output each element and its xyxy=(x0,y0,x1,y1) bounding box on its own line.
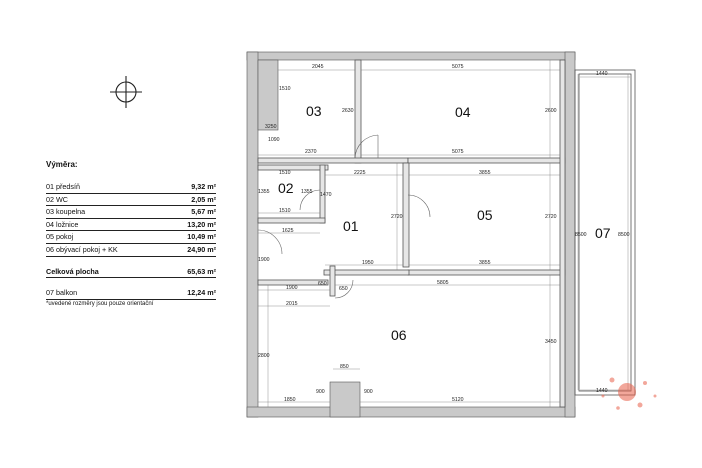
legend-row: 01 předsíň 9,32 m² xyxy=(46,181,216,194)
dim-label: 1470 xyxy=(320,192,332,198)
dim-label: 1850 xyxy=(284,397,296,403)
watermark-splash xyxy=(601,377,657,410)
room-area: 5,67 m² xyxy=(191,207,216,217)
dim-label: 850 xyxy=(340,364,349,370)
dim-label: 2630 xyxy=(342,108,354,114)
room-label-06: 06 xyxy=(391,327,407,343)
dim-label: 2015 xyxy=(286,301,298,307)
dim-label: 1510 xyxy=(279,170,291,176)
dim-label: 3855 xyxy=(479,170,491,176)
room-name: 04 ložnice xyxy=(46,219,79,229)
dim-label: 2225 xyxy=(354,170,366,176)
dim-label: 650 xyxy=(318,281,327,287)
dim-label: 8500 xyxy=(618,232,630,238)
dim-label: 1440 xyxy=(596,388,608,394)
dim-label: 2720 xyxy=(545,214,557,220)
balcony-name: 07 balkon xyxy=(46,288,78,298)
room-area: 2,05 m² xyxy=(191,194,216,204)
room-name: 02 WC xyxy=(46,194,68,204)
room-name: 03 koupelna xyxy=(46,207,86,217)
dim-label: 2600 xyxy=(545,108,557,114)
room-label-02: 02 xyxy=(278,180,294,196)
dim-label: 5120 xyxy=(452,397,464,403)
interior-walls xyxy=(257,59,566,408)
legend-row: 03 koupelna 5,67 m² xyxy=(46,206,216,219)
legend-title: Výměra: xyxy=(46,160,78,169)
dim-label: 1900 xyxy=(286,285,298,291)
legend-note: *uvedené rozměry jsou pouze orientační xyxy=(46,300,154,307)
room-name: 01 předsíň xyxy=(46,182,80,191)
room-name: 05 pokoj xyxy=(46,232,74,242)
legend-row: 04 ložnice 13,20 m² xyxy=(46,219,216,232)
legend-row: 02 WC 2,05 m² xyxy=(46,194,216,207)
dim-label: 1355 xyxy=(301,189,313,195)
dim-label: 1440 xyxy=(596,71,608,77)
total-name: Celková plocha xyxy=(46,266,99,276)
dim-label: 5805 xyxy=(437,280,449,286)
dim-label: 3450 xyxy=(545,339,557,345)
dim-label: 2370 xyxy=(305,149,317,155)
dim-label: 5075 xyxy=(452,149,464,155)
room-area: 24,90 m² xyxy=(187,244,216,254)
dim-label: 1510 xyxy=(279,208,291,214)
dim-label: 1950 xyxy=(362,260,374,266)
room-label-05: 05 xyxy=(477,207,493,223)
dim-label: 5075 xyxy=(452,64,464,70)
room-label-07: 07 xyxy=(595,225,611,241)
dim-label: 900 xyxy=(316,389,325,395)
dim-label: 1900 xyxy=(258,257,270,263)
room-label-01: 01 xyxy=(343,218,359,234)
room-area: 10,49 m² xyxy=(187,232,216,242)
dim-label: 2800 xyxy=(258,353,270,359)
area-legend: Výměra: 01 předsíň 9,32 m² 02 WC 2,05 m² 0… xyxy=(46,160,216,307)
dim-label: 2720 xyxy=(391,214,403,220)
legend-total-row: Celková plocha 65,63 m² xyxy=(46,266,216,279)
dim-label: 3855 xyxy=(479,260,491,266)
balcony-area: 12,24 m² xyxy=(187,288,216,298)
dim-label: 2045 xyxy=(312,64,324,70)
total-area: 65,63 m² xyxy=(187,266,216,276)
dim-label: 900 xyxy=(364,389,373,395)
dim-label: 1625 xyxy=(282,228,294,234)
dim-label: 1510 xyxy=(279,86,291,92)
dim-label: 8500 xyxy=(575,232,587,238)
room-area: 9,32 m² xyxy=(191,182,216,191)
legend-balcony-row: 07 balkon 12,24 m² xyxy=(46,287,216,300)
dim-label: 1090 xyxy=(268,137,280,143)
room-label-03: 03 xyxy=(306,103,322,119)
dim-label: 3250 xyxy=(265,124,277,130)
dim-label: 1355 xyxy=(258,189,270,195)
legend-row: 06 obývací pokoj + KK 24,90 m² xyxy=(46,244,216,257)
room-area: 13,20 m² xyxy=(187,219,216,229)
dim-label: 650 xyxy=(339,286,348,292)
north-arrow-icon xyxy=(110,76,142,108)
balcony-outline xyxy=(574,69,636,396)
door-swings xyxy=(257,134,431,299)
room-name: 06 obývací pokoj + KK xyxy=(46,244,118,254)
outer-walls xyxy=(246,51,576,418)
dimension-lines xyxy=(258,60,630,407)
legend-row: 05 pokoj 10,49 m² xyxy=(46,231,216,244)
room-label-04: 04 xyxy=(455,104,471,120)
